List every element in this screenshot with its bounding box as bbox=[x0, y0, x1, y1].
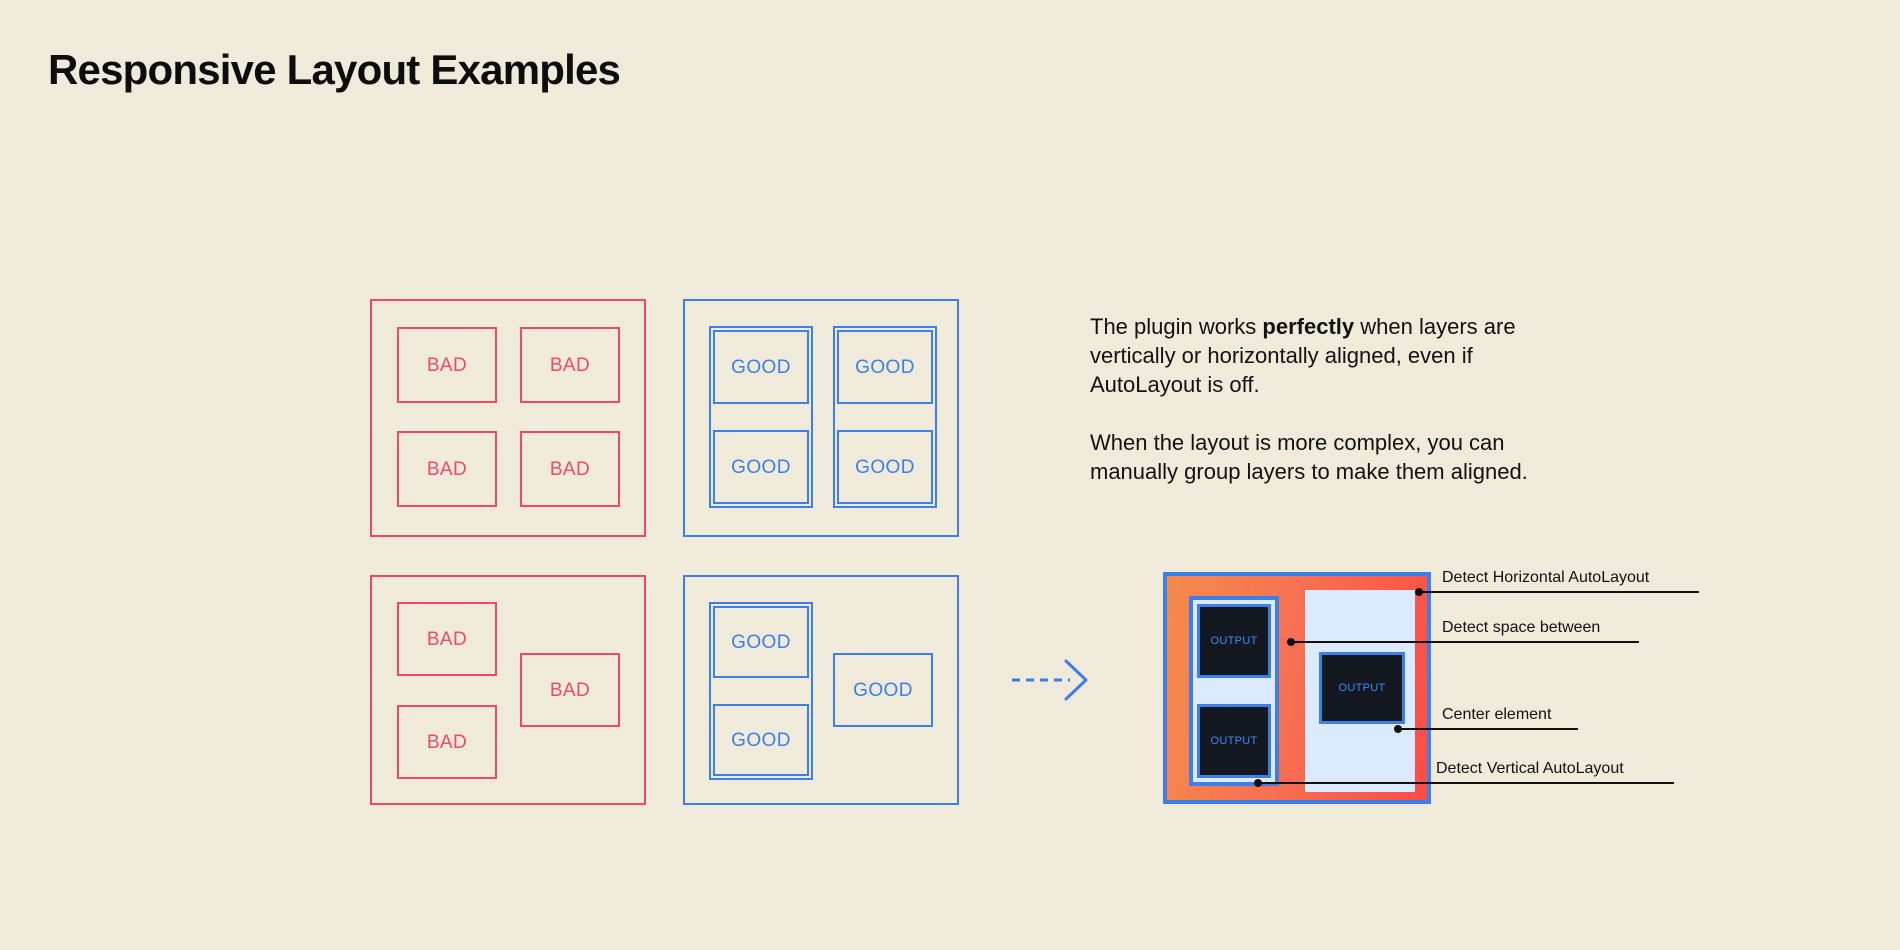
callout-leader-line bbox=[1398, 728, 1578, 730]
paragraph-spacer bbox=[1090, 399, 1550, 428]
callout-leader-line bbox=[1291, 641, 1639, 643]
dashed-right-arrow-icon bbox=[1012, 655, 1092, 705]
example-cell: BAD bbox=[397, 602, 497, 676]
page-title: Responsive Layout Examples bbox=[48, 46, 621, 93]
example-cell: GOOD bbox=[713, 606, 809, 678]
layer-group-wrapper bbox=[709, 326, 813, 508]
description-paragraph-1: The plugin works perfectly when layers a… bbox=[1090, 312, 1550, 399]
cell-label: BAD bbox=[549, 679, 591, 701]
example-cell: GOOD bbox=[837, 430, 933, 504]
callout-leader-line bbox=[1419, 591, 1699, 593]
diagram-output-box-centered: OUTPUT bbox=[1319, 652, 1405, 724]
description-p1-emphasis: perfectly bbox=[1262, 314, 1355, 339]
cell-label: BAD bbox=[426, 731, 468, 753]
example-cell: BAD bbox=[520, 431, 620, 507]
diagram-output-box: OUTPUT bbox=[1197, 604, 1271, 678]
example-cell: GOOD bbox=[713, 704, 809, 776]
cell-label: BAD bbox=[426, 354, 468, 376]
example-grid-bad: BAD BAD BAD BAD bbox=[370, 299, 646, 537]
example-complex-bad: BAD BAD BAD bbox=[370, 575, 646, 805]
cell-label: GOOD bbox=[731, 729, 791, 751]
layer-group-wrapper bbox=[709, 602, 813, 780]
cell-label: GOOD bbox=[731, 356, 791, 378]
diagram-output-box: OUTPUT bbox=[1197, 704, 1271, 778]
callout-label: Detect Vertical AutoLayout bbox=[1436, 760, 1624, 778]
description-p1-part2: when layers are vertically or horizontal… bbox=[1090, 314, 1516, 397]
example-cell: BAD bbox=[520, 327, 620, 403]
cell-label: GOOD bbox=[853, 679, 913, 701]
callout-leader-line bbox=[1258, 782, 1674, 784]
example-cell: GOOD bbox=[833, 653, 933, 727]
diagram-vertical-group: OUTPUT OUTPUT bbox=[1189, 596, 1279, 786]
description-text-block: The plugin works perfectly when layers a… bbox=[1090, 312, 1550, 486]
cell-label: BAD bbox=[426, 628, 468, 650]
description-p1-part1: The plugin works bbox=[1090, 314, 1263, 339]
example-cell: GOOD bbox=[713, 330, 809, 404]
cell-label: GOOD bbox=[731, 456, 791, 478]
callout-label: Detect space between bbox=[1442, 619, 1601, 637]
annotated-layout-diagram: OUTPUT OUTPUT OUTPUT bbox=[1163, 572, 1431, 804]
layer-group-wrapper bbox=[833, 326, 937, 508]
cell-label: GOOD bbox=[855, 356, 915, 378]
cell-label: BAD bbox=[549, 354, 591, 376]
cell-label: BAD bbox=[426, 458, 468, 480]
example-cell: BAD bbox=[397, 705, 497, 779]
example-cell: BAD bbox=[397, 431, 497, 507]
description-paragraph-2: When the layout is more complex, you can… bbox=[1090, 430, 1528, 484]
example-complex-good: GOOD GOOD GOOD bbox=[683, 575, 959, 805]
example-cell: GOOD bbox=[837, 330, 933, 404]
example-grid-good: GOOD GOOD GOOD GOOD bbox=[683, 299, 959, 537]
cell-label: GOOD bbox=[855, 456, 915, 478]
callout-label: Center element bbox=[1442, 706, 1552, 724]
example-cell: BAD bbox=[520, 653, 620, 727]
output-label: OUTPUT bbox=[1338, 681, 1386, 694]
example-cell: GOOD bbox=[713, 430, 809, 504]
cell-label: BAD bbox=[549, 458, 591, 480]
example-cell: BAD bbox=[397, 327, 497, 403]
cell-label: GOOD bbox=[731, 631, 791, 653]
output-label: OUTPUT bbox=[1210, 634, 1258, 647]
callout-label: Detect Horizontal AutoLayout bbox=[1442, 569, 1650, 587]
output-label: OUTPUT bbox=[1210, 734, 1258, 747]
